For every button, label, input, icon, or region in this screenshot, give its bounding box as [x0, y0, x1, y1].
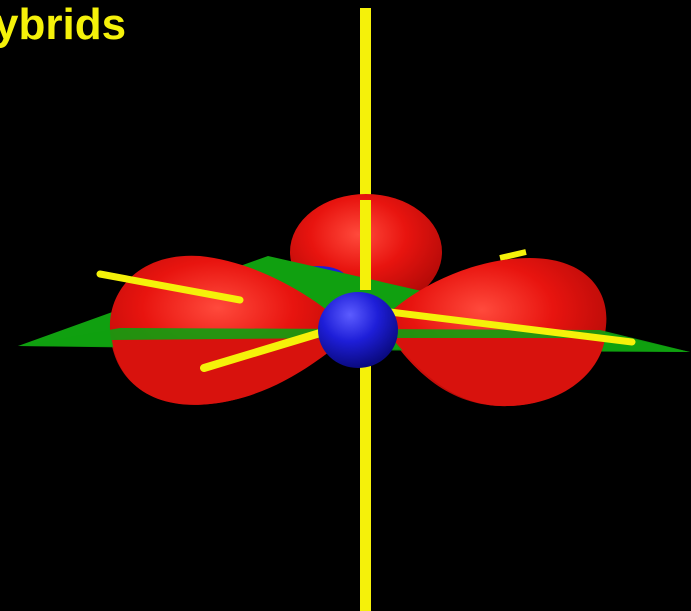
- page-title: ybrids: [0, 0, 126, 52]
- vertical-axis-front: [360, 330, 371, 611]
- vertical-axis-over-nucleus: [360, 200, 371, 290]
- axis-back-right: [500, 252, 526, 258]
- left-lobe-lower: [112, 338, 346, 405]
- nucleus-sphere: [318, 292, 398, 368]
- right-lobe-lower: [392, 338, 605, 406]
